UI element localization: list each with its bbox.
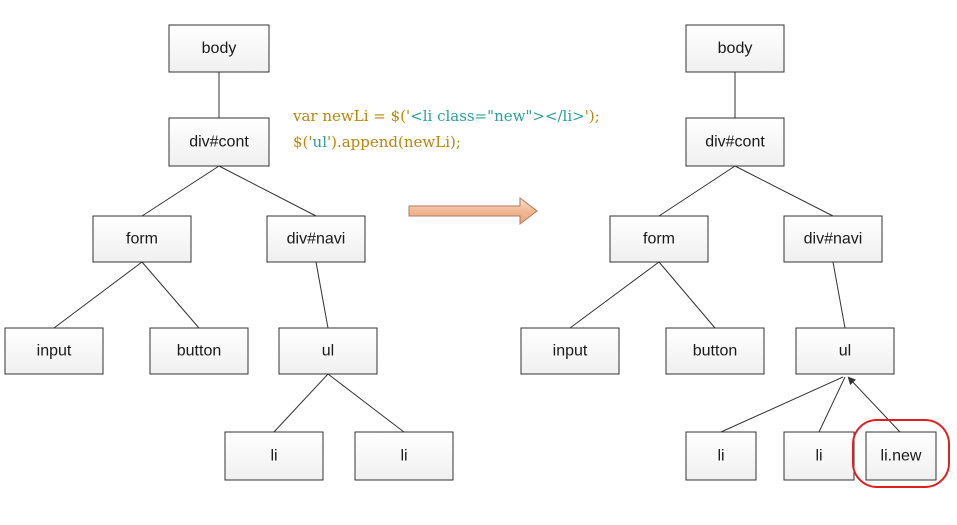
tree-before-edges <box>53 72 405 433</box>
edge-form-input <box>569 261 660 329</box>
node-label: div#cont <box>705 134 765 151</box>
node-div-cont: div#cont <box>168 117 270 167</box>
node-label: input <box>37 343 72 360</box>
node-input: input <box>4 327 104 375</box>
tree-before: body div#cont form div#navi input button… <box>4 24 454 481</box>
node-label: button <box>693 343 737 360</box>
code-token: ').append(newLi); <box>327 133 461 151</box>
code-token: var newLi = <box>293 107 391 125</box>
node-li-new: li.new <box>865 431 937 481</box>
edge-form-button <box>141 261 200 329</box>
code-snippet: var newLi = $('<li class="new"></li>');$… <box>293 103 600 155</box>
node-label: li <box>815 448 822 465</box>
edge-ul-li1 <box>273 373 329 433</box>
node-label: body <box>718 40 753 57</box>
node-label: ul <box>839 343 851 360</box>
transition-arrow <box>408 196 538 226</box>
node-label: ul <box>322 343 334 360</box>
edge-navi-ul <box>315 261 329 329</box>
node-form: form <box>609 215 709 263</box>
edge-ul-li2 <box>818 376 846 433</box>
node-li: li <box>783 431 855 481</box>
node-button: button <box>665 327 765 375</box>
new-node-highlight <box>852 419 950 488</box>
code-token: $(' <box>293 133 313 151</box>
node-li: li <box>685 431 757 481</box>
node-label: body <box>202 40 237 57</box>
node-form: form <box>92 215 192 263</box>
code-token: ul <box>312 133 327 151</box>
node-div-navi: div#navi <box>266 215 366 263</box>
node-div-cont: div#cont <box>685 117 785 167</box>
node-li: li <box>354 431 454 481</box>
node-label: li <box>270 448 277 465</box>
node-li: li <box>224 431 324 481</box>
node-ul: ul <box>795 327 895 375</box>
node-body: body <box>685 24 785 73</box>
edge-cont-form <box>141 165 220 217</box>
node-ul: ul <box>278 327 378 375</box>
edge-ul-li-new <box>847 376 901 433</box>
node-input: input <box>520 327 620 375</box>
node-body: body <box>168 24 270 73</box>
tree-after-edges <box>569 72 901 433</box>
node-label: form <box>643 231 675 248</box>
code-line-2: $('ul').append(newLi); <box>293 129 600 155</box>
edge-cont-navi <box>734 165 834 217</box>
edge-form-input <box>53 261 143 329</box>
edge-navi-ul <box>832 261 846 329</box>
code-line-1: var newLi = $('<li class="new"></li>'); <box>293 103 600 129</box>
node-div-navi: div#navi <box>783 215 883 263</box>
node-label: li <box>717 448 724 465</box>
node-label: li <box>400 448 407 465</box>
edge-form-button <box>658 261 716 329</box>
code-token: '); <box>584 107 600 125</box>
node-label: input <box>553 343 588 360</box>
node-label: div#navi <box>287 231 346 248</box>
node-label: div#navi <box>804 231 863 248</box>
node-label: div#cont <box>189 134 249 151</box>
edge-cont-form <box>658 165 736 217</box>
node-label: form <box>126 231 158 248</box>
edge-cont-navi <box>218 165 317 217</box>
node-label: button <box>177 343 221 360</box>
node-label: li.new <box>881 448 922 465</box>
tree-after: body div#cont form div#navi input button… <box>520 24 937 481</box>
node-button: button <box>149 327 249 375</box>
code-token: <li class="new"></li> <box>410 107 585 125</box>
edge-ul-li1 <box>720 376 844 433</box>
code-token: $(' <box>390 107 411 125</box>
edge-ul-li2 <box>327 373 405 433</box>
